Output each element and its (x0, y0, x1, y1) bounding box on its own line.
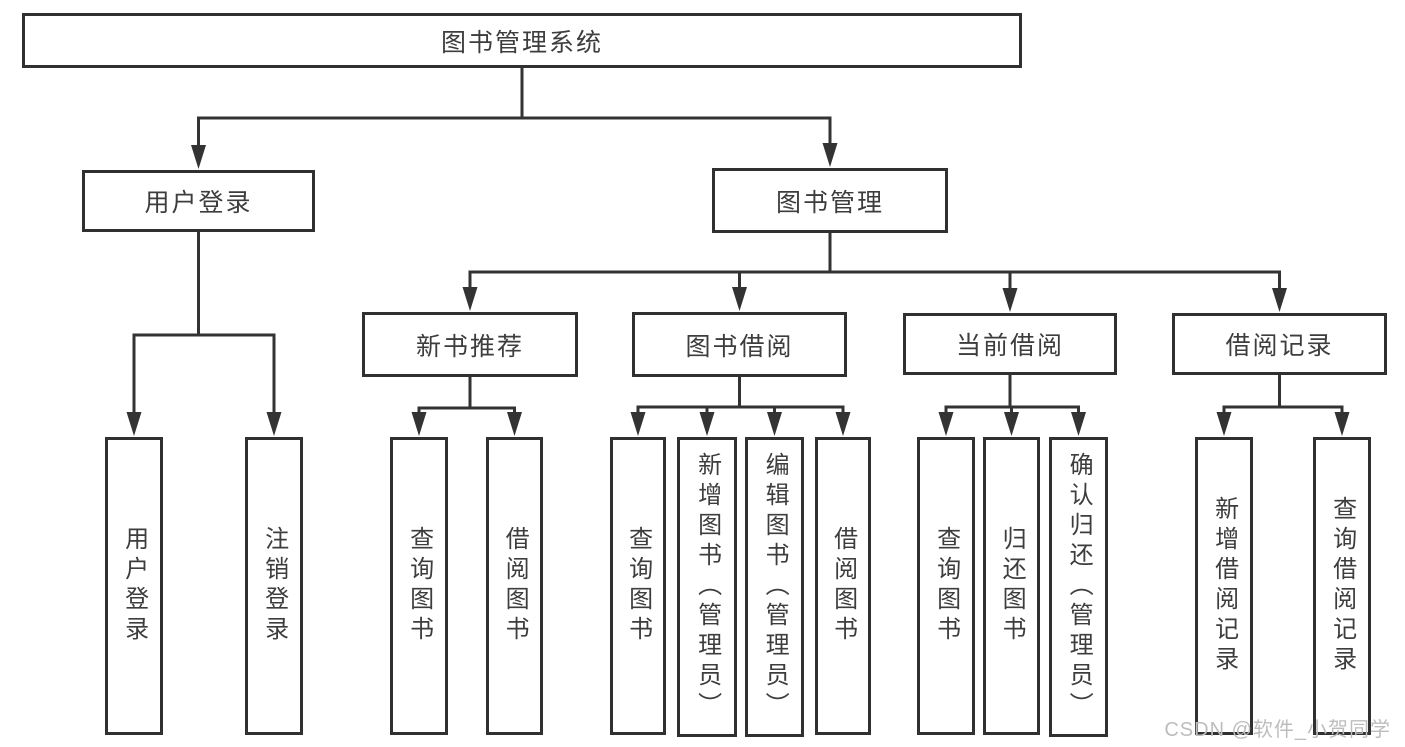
arrow-head-icon (767, 412, 782, 436)
arrow-head-icon (822, 143, 838, 167)
node-leaf-add-book: 新增图书（管理员） (677, 437, 737, 737)
node-label: 用户登录 (120, 526, 148, 646)
node-label: 新书推荐 (415, 332, 524, 361)
arrow-head-icon (835, 412, 851, 436)
node-leaf-query-book-1: 查询图书 (390, 437, 448, 735)
node-label: 查询图书 (932, 526, 960, 646)
node-leaf-logout: 注销登录 (245, 437, 303, 735)
arrow-head-icon (938, 412, 954, 436)
node-leaf-query-book-3: 查询图书 (917, 437, 975, 735)
arrow-head-icon (1071, 412, 1086, 436)
arrow-head-icon (1272, 288, 1287, 312)
node-label: 图书借阅 (685, 332, 794, 361)
arrow-head-icon (1216, 412, 1232, 436)
arrow-head-icon (630, 412, 646, 436)
node-leaf-confirm-return: 确认归还（管理员） (1049, 437, 1108, 737)
arrow-head-icon (699, 412, 715, 436)
node-book-borrow: 图书借阅 (632, 312, 847, 377)
arrow-head-icon (1334, 412, 1350, 436)
node-label: 归还图书 (998, 526, 1026, 646)
node-leaf-query-record: 查询借阅记录 (1313, 437, 1371, 735)
node-leaf-borrow-book-1: 借阅图书 (486, 437, 543, 735)
node-label: 新增图书（管理员） (693, 452, 721, 722)
arrow-head-icon (126, 412, 142, 436)
node-label: 借阅记录 (1225, 332, 1334, 360)
node-leaf-borrow-book-2: 借阅图书 (815, 437, 871, 735)
node-label: 查询图书 (624, 526, 652, 646)
arrow-head-icon (462, 287, 478, 311)
node-book-mgmt-module: 图书管理 (712, 168, 948, 233)
node-label: 确认归还（管理员） (1065, 452, 1093, 722)
arrow-head-icon (732, 287, 747, 311)
node-label: 编辑图书（管理员） (761, 452, 789, 722)
node-user-login-module: 用户登录 (82, 170, 315, 232)
node-new-book-rec: 新书推荐 (362, 312, 578, 377)
node-leaf-edit-book: 编辑图书（管理员） (745, 437, 804, 737)
node-label: 注销登录 (260, 526, 288, 646)
node-root: 图书管理系统 (22, 13, 1022, 68)
node-leaf-user-login: 用户登录 (105, 437, 163, 735)
node-label: 借阅图书 (829, 526, 857, 646)
node-leaf-add-record: 新增借阅记录 (1195, 437, 1253, 735)
arrow-head-icon (1002, 288, 1018, 312)
node-label: 查询图书 (405, 526, 433, 646)
arrow-head-icon (1004, 412, 1019, 436)
node-borrow-records: 借阅记录 (1172, 313, 1387, 375)
node-label: 新增借阅记录 (1210, 496, 1238, 676)
arrow-head-icon (411, 412, 427, 436)
node-label: 用户登录 (144, 189, 253, 217)
node-label: 查询借阅记录 (1328, 496, 1356, 676)
node-label: 借阅图书 (501, 526, 529, 646)
node-label: 图书管理 (775, 188, 884, 217)
arrow-head-icon (507, 412, 522, 436)
watermark: CSDN @软件_小贺同学 (1164, 719, 1391, 741)
node-leaf-query-book-2: 查询图书 (610, 437, 666, 735)
arrow-head-icon (266, 412, 282, 436)
node-label: 当前借阅 (955, 332, 1064, 360)
node-label: 图书管理系统 (440, 28, 603, 57)
arrow-head-icon (191, 145, 206, 169)
node-leaf-return-book: 归还图书 (983, 437, 1040, 735)
node-current-borrow: 当前借阅 (903, 313, 1117, 375)
